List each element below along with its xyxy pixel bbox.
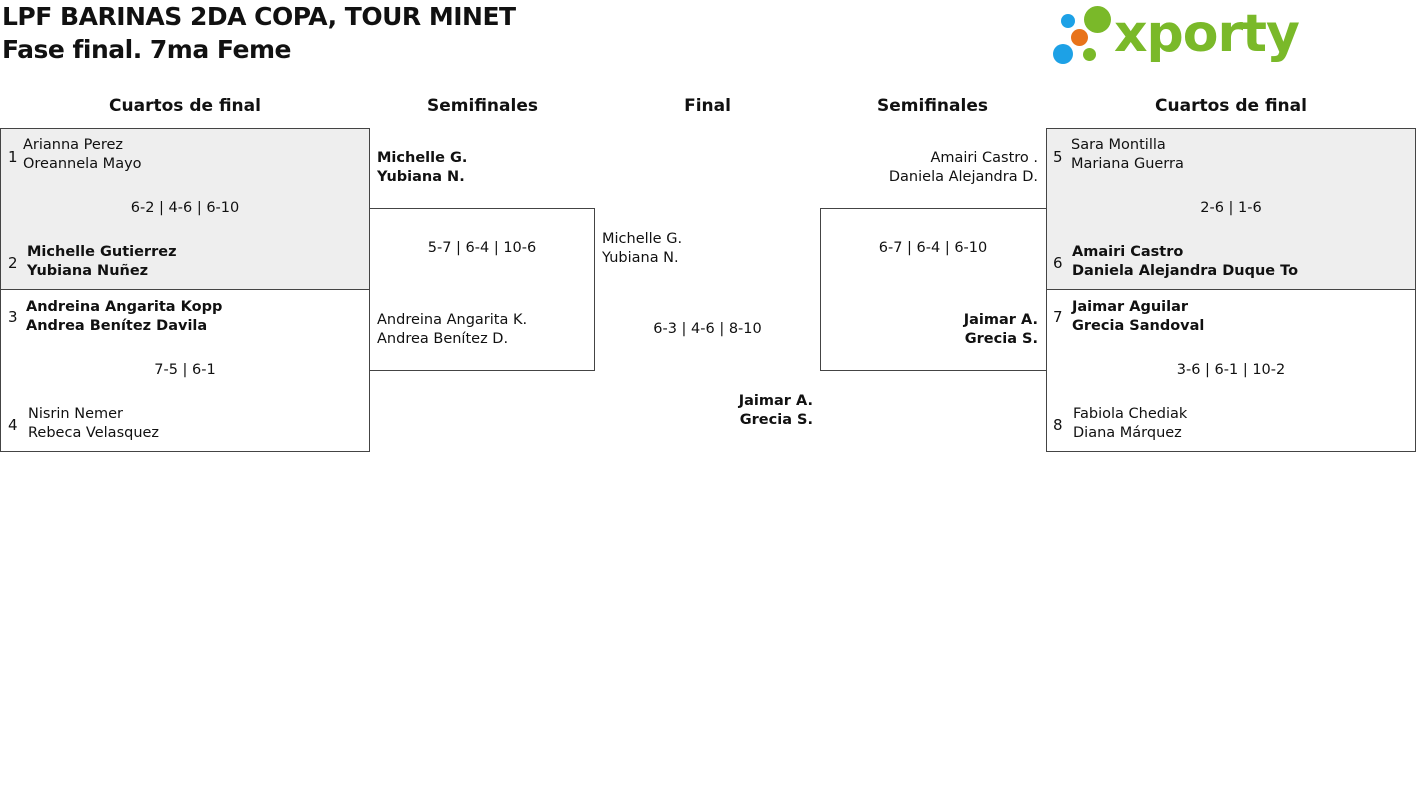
final-team-bottom-winner[interactable]: Jaimar A. Grecia S. [600,392,813,430]
team-top[interactable]: Sara Montilla Mariana Guerra [1071,136,1184,174]
right-semi-team-top[interactable]: Amairi Castro . Daniela Alejandra D. [825,149,1038,187]
player-name: Grecia Sandoval [1072,318,1205,334]
round-header-right-semis: Semifinales [877,96,988,116]
team-bottom-winner[interactable]: Amairi Castro Daniela Alejandra Duque To [1072,243,1298,281]
right-quarter-match-1[interactable]: 5 Sara Montilla Mariana Guerra 2-6 | 1-6… [1046,128,1416,290]
team-top-winner[interactable]: Andreina Angarita Kopp Andrea Benítez Da… [26,298,222,336]
seed-number: 6 [1053,254,1063,272]
seed-number: 5 [1053,148,1063,166]
player-name: Andrea Benítez Davila [26,318,208,334]
player-name: Oreannela Mayo [23,156,142,172]
xporty-logo[interactable]: xporty [1050,4,1300,68]
player-name: Daniela Alejandra D. [888,169,1038,185]
tournament-subtitle: Fase final. 7ma Feme [2,35,291,64]
player-name: Andrea Benítez D. [377,331,509,347]
final-team-top[interactable]: Michelle G. Yubiana N. [602,230,682,268]
team-top-winner[interactable]: Jaimar Aguilar Grecia Sandoval [1072,298,1204,336]
right-quarters-viewport: 5 Sara Montilla Mariana Guerra 2-6 | 1-6… [1046,128,1416,458]
player-name: Diana Márquez [1073,425,1182,441]
player-name: Yubiana Nuñez [27,263,149,279]
logo-dot-blue-icon [1053,44,1073,64]
seed-number: 1 [8,148,18,166]
match-score: 6-7 | 6-4 | 6-10 [878,240,988,256]
team-top[interactable]: Arianna Perez Oreannela Mayo [23,136,142,174]
team-bottom[interactable]: Nisrin Nemer Rebeca Velasquez [28,405,159,443]
left-quarter-match-1[interactable]: 1 Arianna Perez Oreannela Mayo 6-2 | 4-6… [0,128,370,290]
player-name: Andreina Angarita Kopp [26,299,223,315]
player-name: Fabiola Chediak [1073,406,1188,422]
player-name: Amairi Castro [1072,244,1184,260]
player-name: Daniela Alejandra Duque To [1072,263,1299,279]
player-name: Yubiana N. [377,169,465,185]
round-header-final: Final [684,96,731,116]
right-quarter-match-2[interactable]: 7 Jaimar Aguilar Grecia Sandoval 3-6 | 6… [1046,289,1416,452]
player-name: Sara Montilla [1071,137,1166,153]
team-bottom-winner[interactable]: Jaimar A. Grecia S. [826,311,1038,349]
player-name: Yubiana N. [602,250,679,266]
player-name: Jaimar A. [738,393,813,409]
team-bottom-winner[interactable]: Michelle Gutierrez Yubiana Nuñez [27,243,177,281]
player-name: Grecia S. [964,331,1038,347]
final-score: 6-3 | 4-6 | 8-10 [653,321,762,337]
round-header-left-quarters: Cuartos de final [109,96,261,116]
team-bottom[interactable]: Andreina Angarita K. Andrea Benítez D. [377,311,527,349]
seed-number: 4 [8,416,18,434]
left-semi-match[interactable]: 5-7 | 6-4 | 10-6 Andreina Angarita K. An… [369,208,595,371]
player-name: Jaimar Aguilar [1072,299,1189,315]
seed-number: 3 [8,308,18,326]
match-score: 2-6 | 1-6 [1200,200,1262,216]
logo-dot-blue-icon [1061,14,1075,28]
player-name: Amairi Castro . [930,150,1038,166]
match-score: 7-5 | 6-1 [154,362,216,378]
round-header-left-semis: Semifinales [427,96,538,116]
team-bottom[interactable]: Fabiola Chediak Diana Márquez [1073,405,1187,443]
player-name: Michelle G. [377,150,468,166]
player-name: Rebeca Velasquez [28,425,160,441]
player-name: Andreina Angarita K. [377,312,528,328]
logo-dot-green-icon [1084,6,1111,33]
match-score: 6-2 | 4-6 | 6-10 [130,200,240,216]
round-header-right-quarters: Cuartos de final [1155,96,1307,116]
tournament-title: LPF BARINAS 2DA COPA, TOUR MINET [2,2,516,31]
player-name: Grecia S. [739,412,813,428]
seed-number: 7 [1053,308,1063,326]
match-score: 3-6 | 6-1 | 10-2 [1176,362,1286,378]
left-quarter-match-2[interactable]: 3 Andreina Angarita Kopp Andrea Benítez … [0,289,370,452]
player-name: Mariana Guerra [1071,156,1184,172]
left-semi-team-top-winner[interactable]: Michelle G. Yubiana N. [377,149,467,187]
player-name: Michelle Gutierrez [27,244,177,260]
player-name: Jaimar A. [963,312,1038,328]
match-score: 5-7 | 6-4 | 10-6 [427,240,537,256]
seed-number: 8 [1053,416,1063,434]
player-name: Arianna Perez [23,137,123,153]
player-name: Nisrin Nemer [28,406,123,422]
player-name: Michelle G. [602,231,683,247]
seed-number: 2 [8,254,18,272]
logo-dot-orange-icon [1071,29,1088,46]
logo-text: xporty [1114,4,1300,64]
logo-dot-green-icon [1083,48,1096,61]
right-semi-match[interactable]: 6-7 | 6-4 | 6-10 Jaimar A. Grecia S. [820,208,1047,371]
